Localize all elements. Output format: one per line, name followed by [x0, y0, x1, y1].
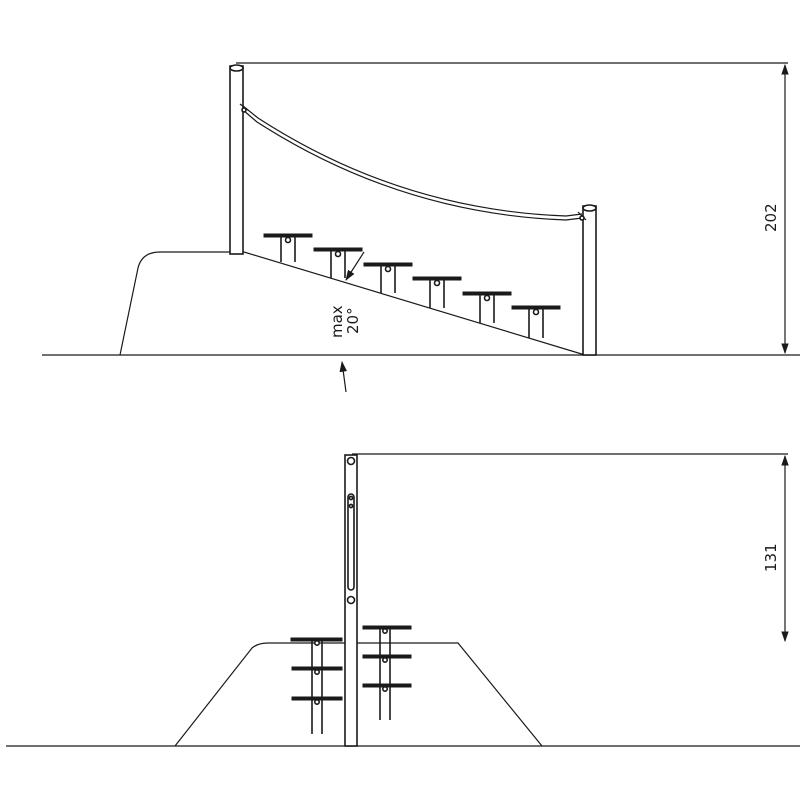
- slope-angle-label: 20°: [344, 307, 362, 334]
- left-post: [229, 64, 244, 255]
- height-dimension-bottom: 131: [352, 453, 789, 643]
- left-disc-stack: [290, 637, 343, 734]
- slope-arrow-upper: [345, 251, 365, 281]
- stepping-disc-3: [363, 262, 413, 293]
- right-post: [582, 204, 597, 356]
- stepping-disc-4: [412, 276, 462, 308]
- height-dimension-top-value: 202: [762, 203, 780, 232]
- stepping-disc-5: [462, 291, 512, 323]
- center-post: [344, 454, 358, 747]
- side-elevation-view: max 20° 202: [42, 62, 800, 393]
- right-disc-stack: [362, 625, 412, 720]
- stepping-disc-6: [511, 305, 561, 338]
- slope-arrow-lower: [339, 360, 348, 393]
- stepping-disc-1: [263, 233, 313, 262]
- slope-angle-annotation: max 20°: [328, 251, 365, 393]
- stepping-disc-2: [313, 247, 363, 278]
- slope-max-label: max: [328, 305, 346, 338]
- height-dimension-bottom-value: 131: [762, 543, 780, 572]
- front-elevation-view: 131: [6, 453, 800, 747]
- mound-slope-top: [119, 251, 586, 356]
- mound-front: [174, 642, 543, 747]
- hand-rope: [239, 103, 587, 221]
- height-dimension-top: 202: [236, 62, 789, 355]
